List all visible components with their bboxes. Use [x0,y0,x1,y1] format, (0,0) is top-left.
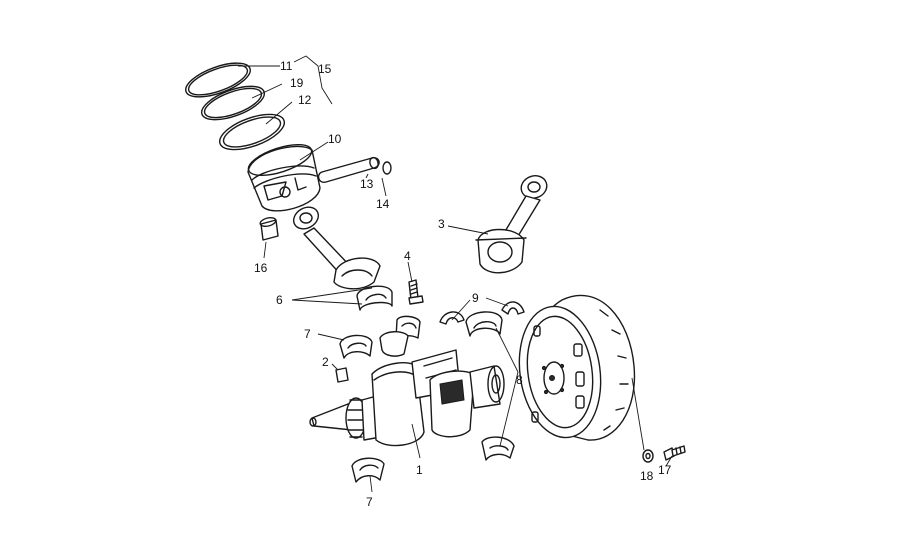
callout-10: 10 [328,132,342,146]
rod-bolt [408,279,424,305]
callout-6: 6 [276,293,283,307]
piston [247,143,321,212]
callout-13: 13 [360,177,374,191]
callout-16: 16 [254,261,268,275]
connecting-rod-left [292,206,381,290]
connecting-rod-right [475,175,548,274]
piston-pin [317,156,380,183]
woodruff-key [335,367,349,383]
callout-14: 14 [376,197,390,211]
callout-labels: 11 15 19 12 10 13 14 3 4 16 6 9 7 2 8 1 … [254,59,672,509]
callout-15: 15 [318,62,332,76]
callout-1: 1 [416,463,423,477]
crank-bearing-upper [339,334,373,359]
callout-9: 9 [472,291,479,305]
big-end-bearing-upper [356,285,393,311]
piston-ring-oil [218,113,286,151]
callout-3: 3 [438,217,445,231]
leader-lines [238,55,673,493]
crank-bearing-lower [351,457,385,483]
callout-11: 11 [280,59,293,73]
flywheel-washer [642,449,654,463]
callout-17: 17 [658,463,672,477]
small-end-bushing [259,216,279,241]
callout-2: 2 [322,355,329,369]
crankshaft [309,349,505,447]
piston-ring-top [185,62,251,98]
callout-7-lower: 7 [366,495,373,509]
main-bearing-shell-upper [465,311,503,337]
flywheel [518,294,636,441]
big-end-cap [379,331,409,357]
thrust-washer-right [501,301,525,315]
callout-12: 12 [298,93,312,107]
thrust-washer-left [439,311,465,325]
callout-7-upper: 7 [304,327,311,341]
piston-ring-middle [200,85,266,121]
flywheel-bolt [663,445,686,461]
piston-pin-circlip [382,161,392,175]
callout-8: 8 [516,373,523,387]
main-bearing-shell-lower [481,436,515,461]
callout-19: 19 [290,76,304,90]
callout-4: 4 [404,249,411,263]
callout-18: 18 [640,469,654,483]
